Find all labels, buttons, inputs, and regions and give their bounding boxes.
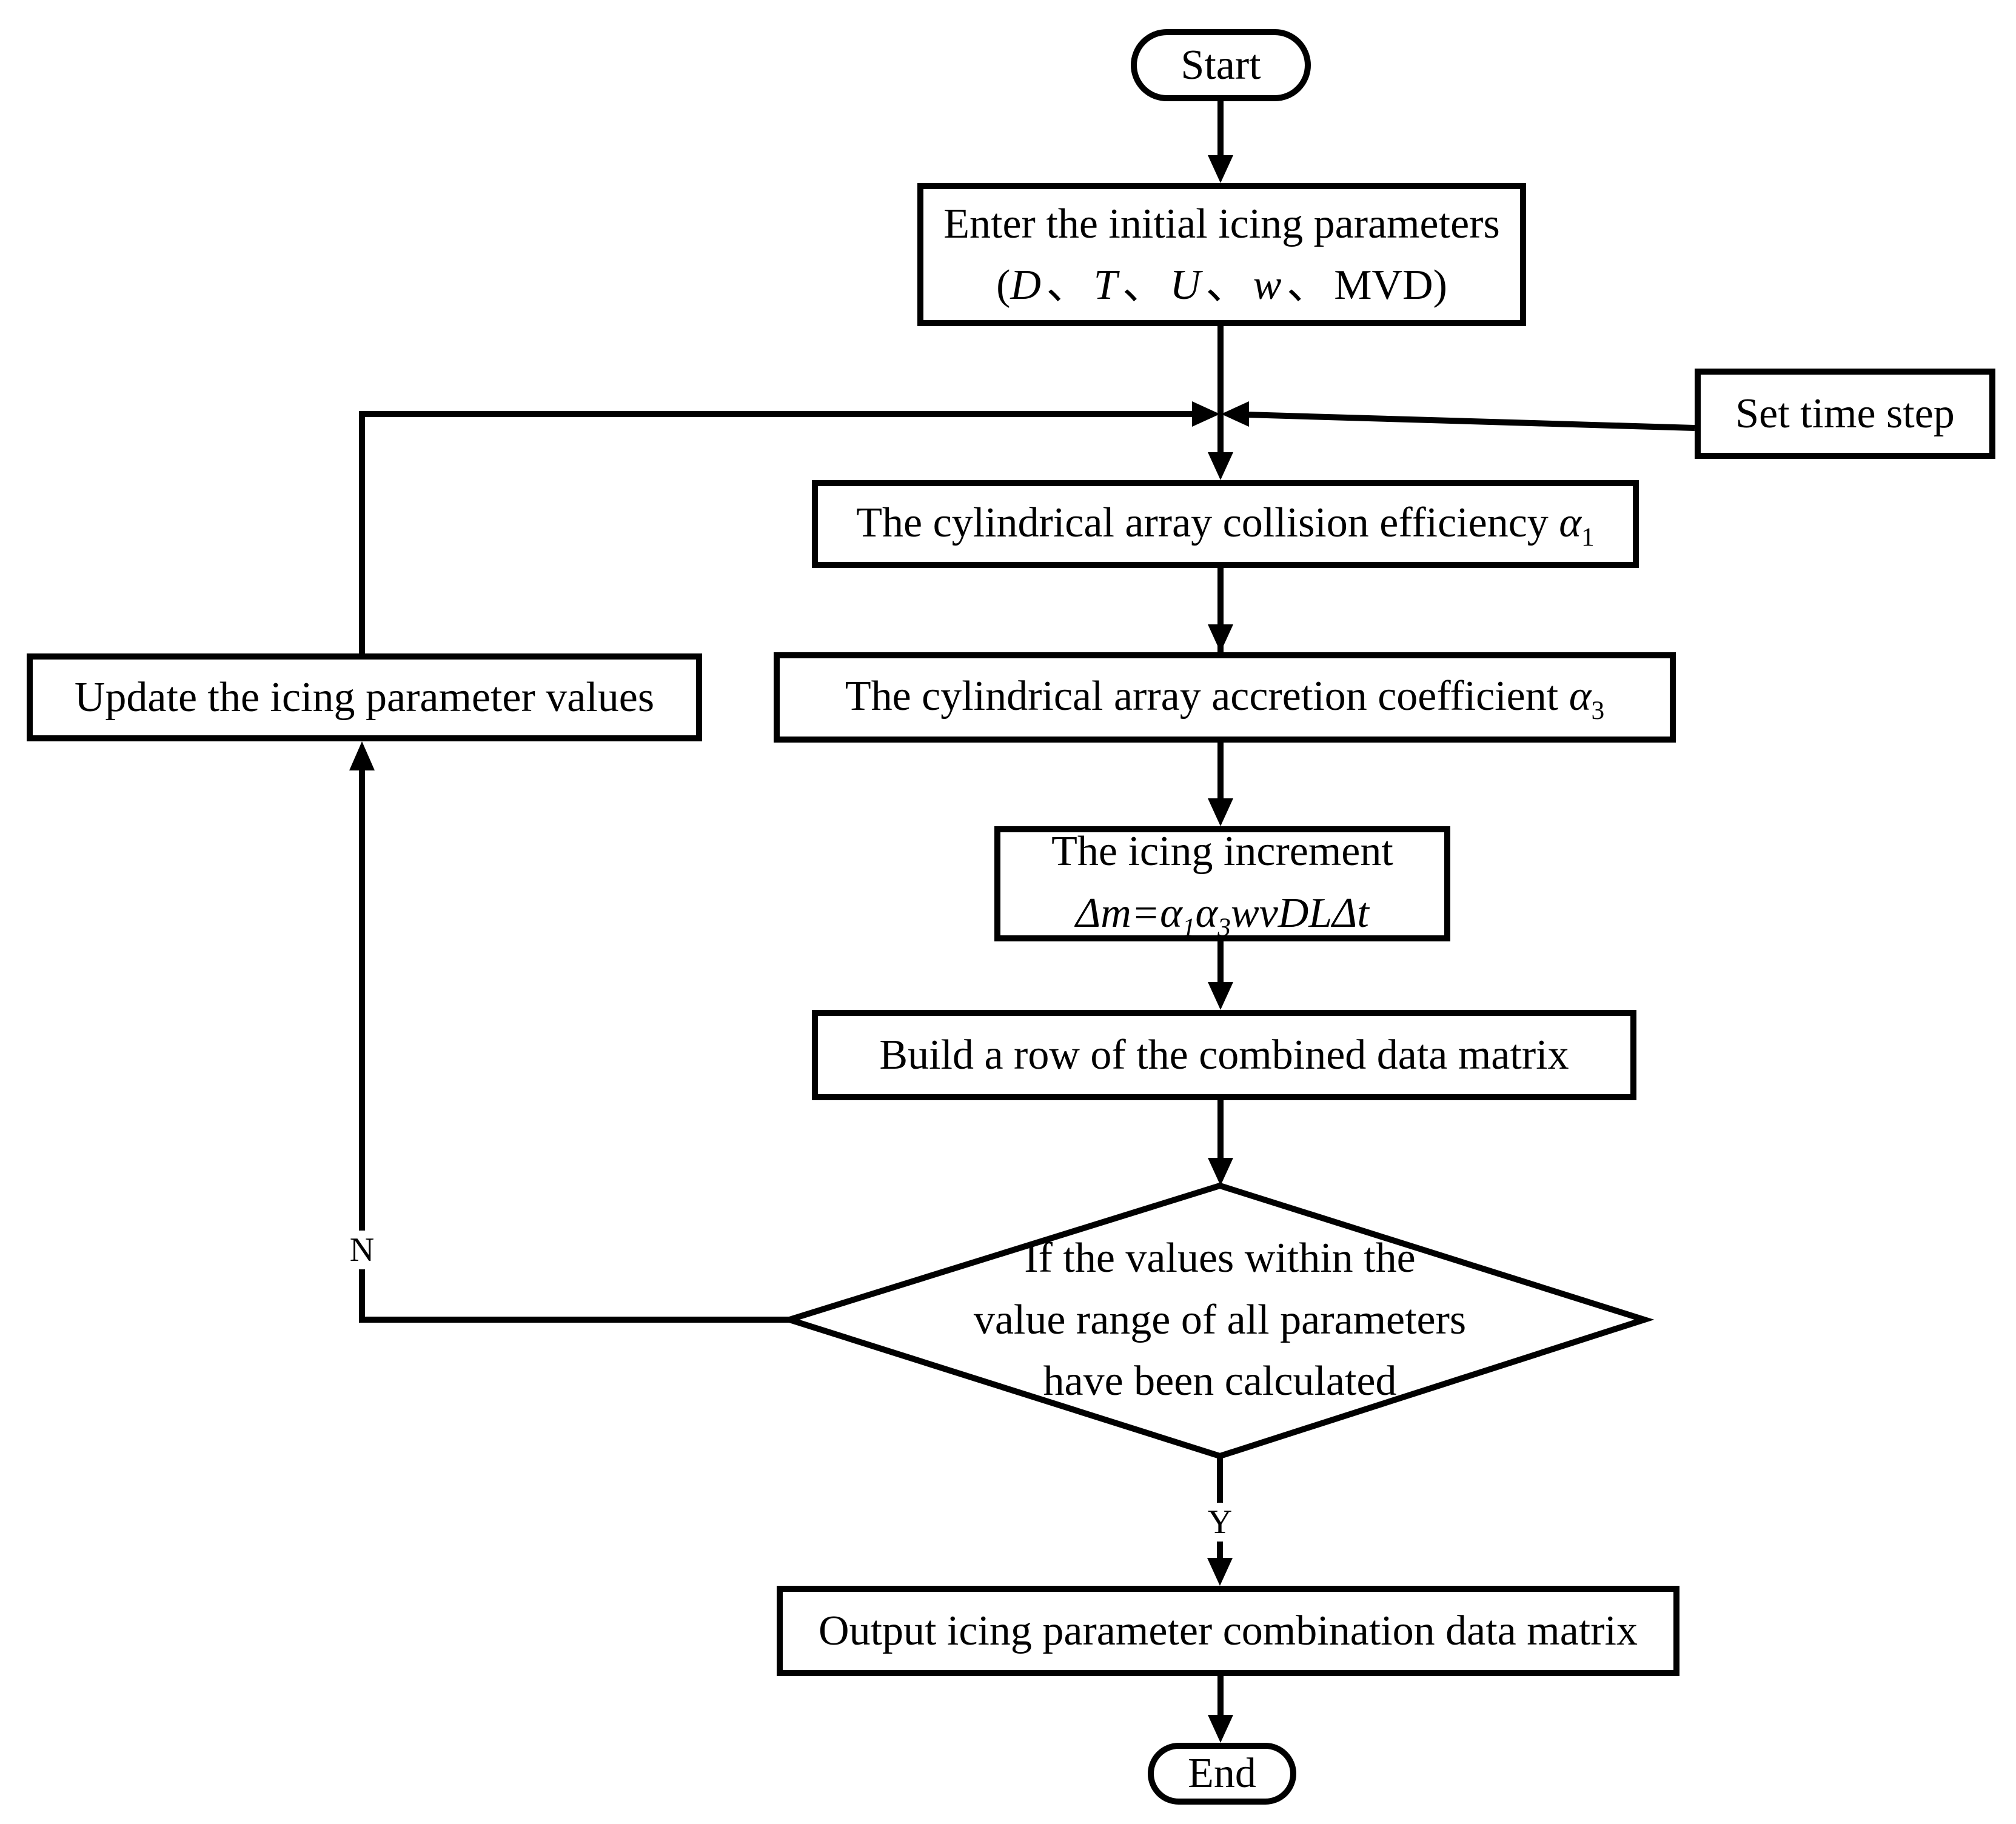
param-mvd: MVD bbox=[1334, 262, 1433, 309]
formula-sub1: 1 bbox=[1182, 912, 1196, 942]
ideographic-comma: 、 bbox=[1122, 262, 1165, 309]
enter-parameters-node: Enter the initial icing parameters (D、T、… bbox=[917, 183, 1526, 326]
arrowhead-into-collision bbox=[1208, 452, 1233, 480]
arrowhead-junction-from-left bbox=[1192, 401, 1220, 427]
output-matrix-label: Output icing parameter combination data … bbox=[819, 1607, 1638, 1654]
branch-label-yes: Y bbox=[1201, 1503, 1239, 1542]
arrowhead-into-accretion bbox=[1208, 624, 1233, 652]
build-row-label: Build a row of the combined data matrix bbox=[879, 1031, 1569, 1078]
enter-parameters-line1: Enter the initial icing parameters bbox=[943, 200, 1500, 247]
ideographic-comma: 、 bbox=[1205, 262, 1248, 309]
output-matrix-node: Output icing parameter combination data … bbox=[777, 1586, 1679, 1676]
alpha-symbol: α bbox=[1559, 499, 1582, 546]
paren-open: ( bbox=[996, 262, 1011, 309]
param-t: T bbox=[1093, 262, 1117, 309]
arrowhead-into-diamond bbox=[1208, 1158, 1233, 1186]
start-label: Start bbox=[1180, 41, 1261, 89]
branch-label-no: N bbox=[343, 1231, 381, 1269]
icing-increment-node: The icing increment Δm=α1α3wvDLΔt bbox=[994, 826, 1450, 942]
accretion-text: The cylindrical array accretion coeffici… bbox=[845, 672, 1569, 720]
formula-part3: wvDLΔt bbox=[1231, 889, 1369, 937]
ideographic-comma: 、 bbox=[1046, 262, 1089, 309]
collision-text: The cylindrical array collision efficien… bbox=[856, 499, 1559, 546]
ideographic-comma: 、 bbox=[1286, 262, 1329, 309]
build-row-node: Build a row of the combined data matrix bbox=[812, 1010, 1636, 1100]
set-time-step-label: Set time step bbox=[1735, 390, 1955, 437]
arrowhead-into-build bbox=[1208, 982, 1233, 1010]
icing-increment-line1: The icing increment bbox=[1051, 828, 1393, 875]
accretion-coefficient-label: The cylindrical array accretion coeffici… bbox=[845, 666, 1604, 730]
decision-line3: have been calculated bbox=[1043, 1358, 1397, 1405]
connector-settime-junction bbox=[1246, 412, 1695, 431]
decision-diamond-text: If the values within the value range of … bbox=[856, 1228, 1584, 1412]
decision-line2: value range of all parameters bbox=[973, 1296, 1467, 1343]
connector-diamond-update bbox=[359, 755, 789, 1323]
connector-update-junction bbox=[359, 411, 1196, 653]
collision-efficiency-label: The cylindrical array collision efficien… bbox=[856, 492, 1595, 556]
formula-part2: α bbox=[1195, 889, 1218, 937]
decision-line1: If the values within the bbox=[1024, 1235, 1416, 1282]
end-node: End bbox=[1148, 1743, 1296, 1805]
alpha-symbol: α bbox=[1569, 672, 1592, 720]
paren-close: ) bbox=[1433, 262, 1447, 309]
alpha-subscript: 3 bbox=[1591, 695, 1605, 725]
param-u: U bbox=[1170, 262, 1201, 309]
arrowhead-into-increment bbox=[1208, 798, 1233, 826]
arrowhead-into-output bbox=[1207, 1558, 1233, 1586]
update-parameters-node: Update the icing parameter values bbox=[27, 653, 702, 741]
accretion-coefficient-node: The cylindrical array accretion coeffici… bbox=[774, 652, 1676, 743]
arrowhead-into-enter bbox=[1208, 155, 1233, 183]
set-time-step-node: Set time step bbox=[1695, 369, 1995, 459]
param-w: w bbox=[1253, 262, 1282, 309]
arrowhead-into-update bbox=[349, 741, 375, 770]
arrowhead-into-end bbox=[1208, 1715, 1233, 1743]
collision-efficiency-node: The cylindrical array collision efficien… bbox=[812, 480, 1639, 568]
alpha-subscript: 1 bbox=[1581, 522, 1595, 552]
start-node: Start bbox=[1131, 29, 1311, 101]
formula-sub3: 3 bbox=[1217, 912, 1231, 942]
formula-part1: Δm=α bbox=[1076, 889, 1182, 937]
icing-increment-formula: Δm=α1α3wvDLΔt bbox=[1076, 883, 1369, 947]
param-d: D bbox=[1010, 262, 1041, 309]
arrowhead-junction-from-right bbox=[1221, 401, 1249, 427]
end-label: End bbox=[1188, 1750, 1256, 1797]
update-parameters-label: Update the icing parameter values bbox=[74, 673, 655, 721]
enter-parameters-line2: (D、T、U、w、MVD) bbox=[996, 255, 1447, 316]
